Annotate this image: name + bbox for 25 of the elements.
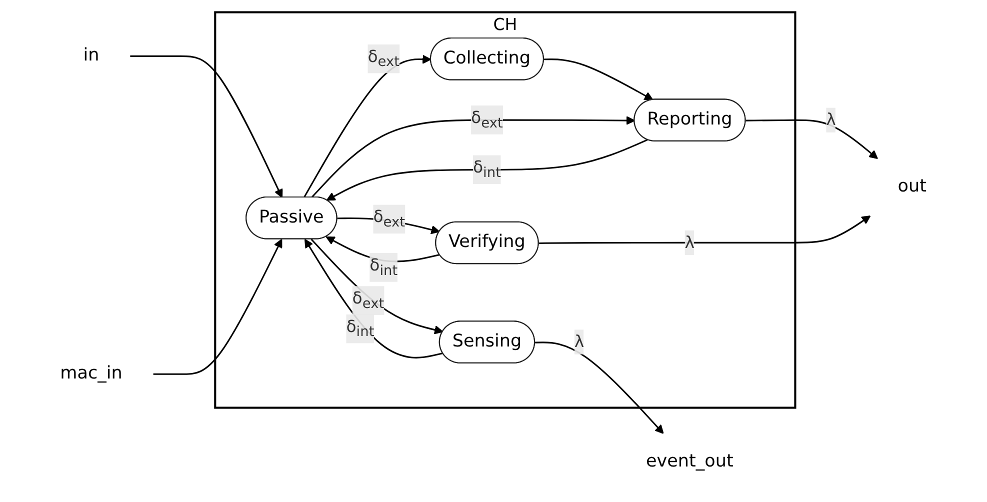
arrow bbox=[535, 341, 664, 434]
arrow bbox=[304, 238, 444, 358]
arrow bbox=[539, 215, 871, 244]
node-text: out bbox=[898, 176, 927, 196]
arrow bbox=[304, 54, 432, 198]
edge-label: δ$_{ext}$ bbox=[352, 288, 384, 312]
arrow bbox=[153, 238, 282, 374]
edge-label: λ bbox=[574, 331, 584, 351]
arrow bbox=[746, 118, 878, 159]
node-text: mac_in bbox=[60, 362, 123, 384]
edge-label: δ$_{ext}$ bbox=[471, 107, 504, 132]
edge-label: δ$_{int}$ bbox=[473, 156, 502, 181]
node-text: in bbox=[83, 44, 100, 66]
arrow bbox=[326, 138, 648, 200]
arrow bbox=[311, 115, 636, 198]
arrow bbox=[310, 238, 444, 334]
edge-label: δ$_{ext}$ bbox=[373, 206, 406, 230]
arrow bbox=[130, 54, 283, 198]
arrow bbox=[544, 58, 654, 100]
edge-label: δ$_{int}$ bbox=[346, 316, 374, 340]
edge-label: δ$_{ext}$ bbox=[368, 46, 400, 70]
edge-label: δ$_{int}$ bbox=[370, 254, 398, 278]
node-text: event_out bbox=[646, 450, 734, 472]
edge-label: λ bbox=[684, 232, 695, 252]
edge-label: λ bbox=[826, 109, 836, 129]
